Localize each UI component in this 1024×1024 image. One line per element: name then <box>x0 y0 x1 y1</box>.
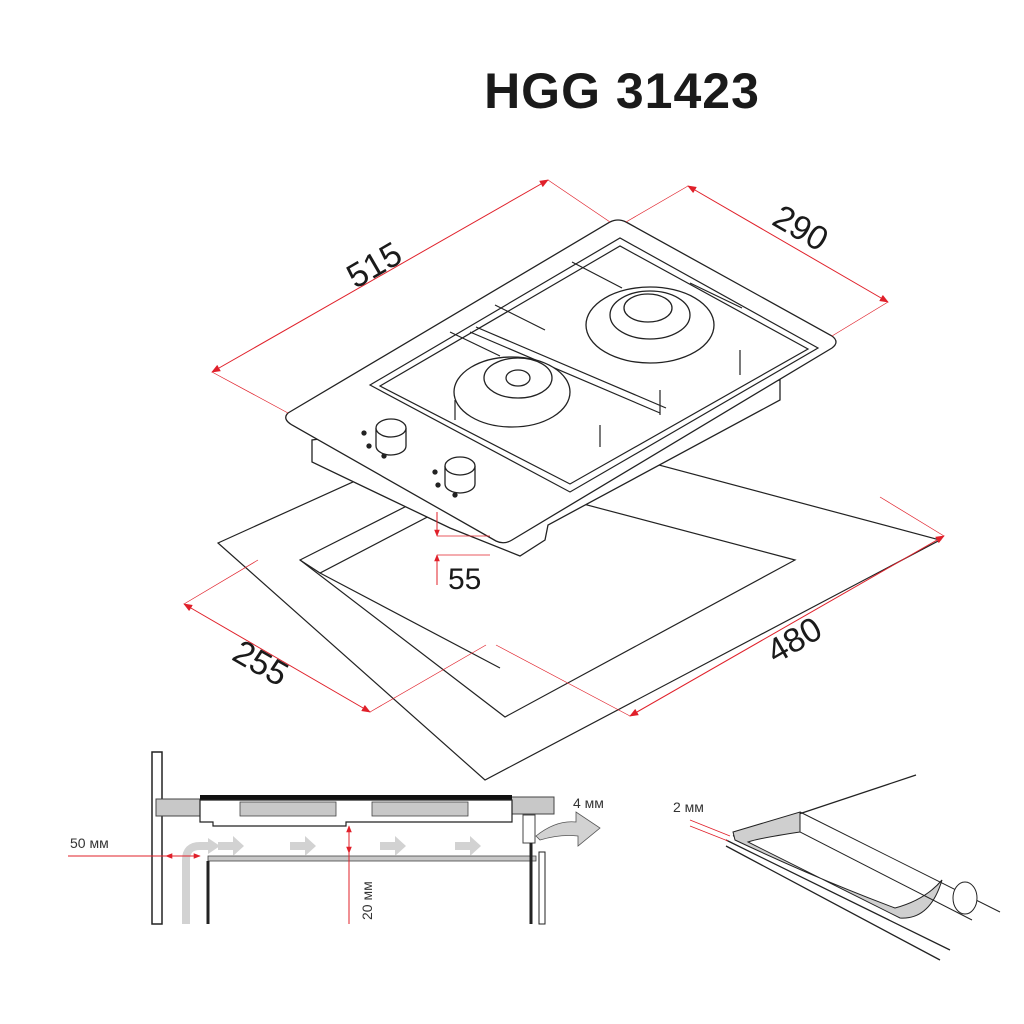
dimension-480-label: 480 <box>760 610 828 671</box>
side-clearance-label: 50 мм <box>70 835 109 851</box>
dimension-290-label: 290 <box>766 198 834 259</box>
section-view: 50 мм 20 мм 4 мм <box>68 751 604 925</box>
dimension-480: 480 <box>495 496 945 717</box>
control-knob-1 <box>361 418 407 459</box>
dimension-55: 55 <box>434 512 490 596</box>
seal-detail: 2 мм <box>673 774 1001 961</box>
seal-thickness-label: 2 мм <box>673 799 704 815</box>
burner-small <box>453 356 571 428</box>
vent-gap-label: 4 мм <box>573 795 604 811</box>
burner-large <box>585 286 715 364</box>
dimension-515-label: 515 <box>340 235 408 296</box>
control-knob-2 <box>432 456 476 498</box>
dimension-55-label: 55 <box>448 563 481 596</box>
air-gap-label: 20 мм <box>359 881 375 920</box>
dimension-255-label: 255 <box>226 633 294 694</box>
dimension-255: 255 <box>183 559 487 713</box>
model-title: HGG 31423 <box>484 63 760 119</box>
